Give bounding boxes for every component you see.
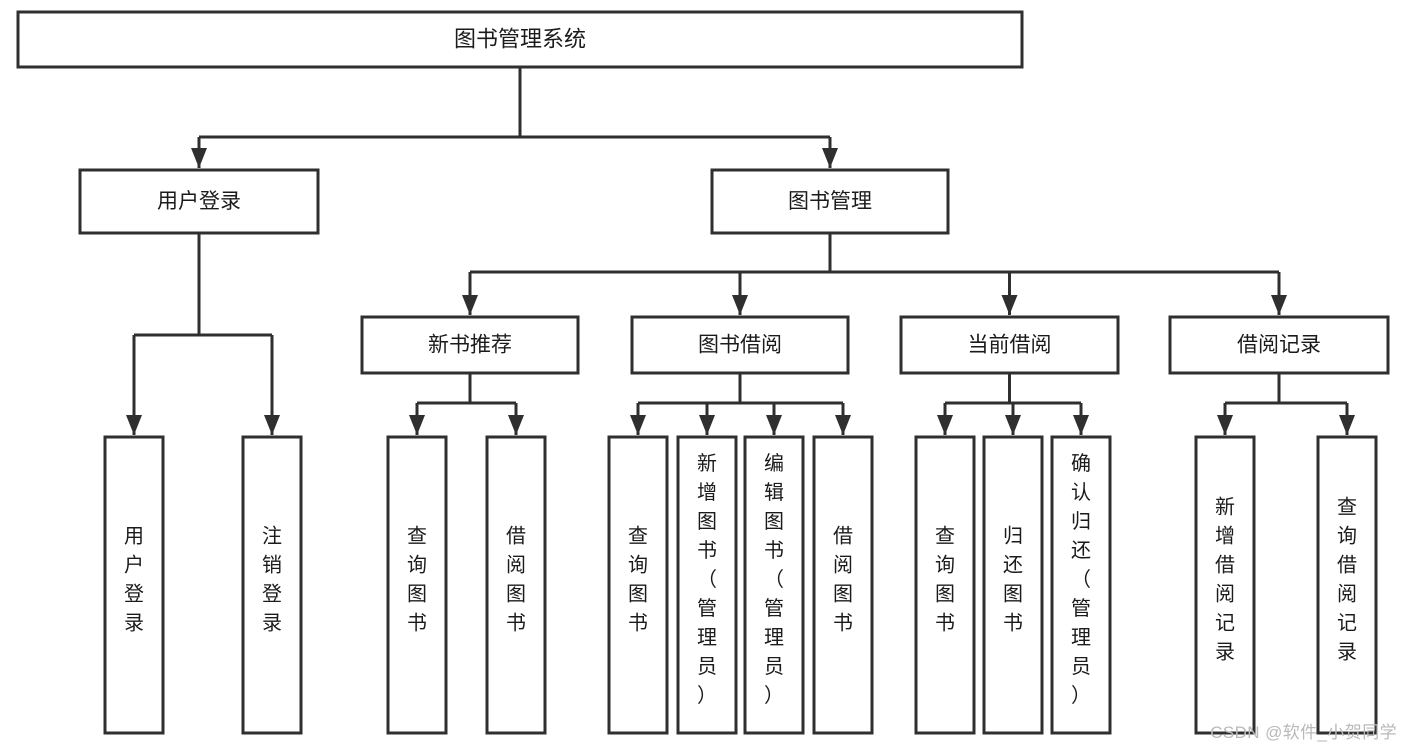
- leaf-label: 借阅图书: [506, 525, 526, 635]
- arrow-head-icon: [822, 148, 838, 168]
- box-outline: [630, 315, 850, 375]
- arrow-head-icon: [1073, 415, 1089, 435]
- leaf-查询图书[interactable]: 查询图书: [914, 435, 976, 735]
- box-outline: [914, 435, 976, 735]
- boxes-layer: 图书管理系统用户登录图书管理新书推荐图书借阅当前借阅借阅记录用户登录注销登录查询…: [16, 10, 1390, 735]
- arrow-head-icon: [1339, 415, 1355, 435]
- leaf-新增借阅记录[interactable]: 新增借阅记录: [1194, 435, 1256, 735]
- connectors-layer: [126, 67, 1355, 435]
- arrow-head-icon: [766, 415, 782, 435]
- box-outline: [1050, 435, 1112, 735]
- leaf-label: 编辑图书（管理员）: [764, 452, 784, 707]
- leaf-label: 查询图书: [935, 525, 955, 635]
- root-图书管理系统[interactable]: 图书管理系统: [16, 10, 1024, 69]
- leaf-label: 注销登录: [262, 525, 282, 635]
- box-outline: [16, 10, 1024, 69]
- leaf-查询借阅记录[interactable]: 查询借阅记录: [1316, 435, 1378, 735]
- arrow-head-icon: [191, 148, 207, 168]
- box-outline: [676, 435, 738, 735]
- box-outline: [360, 315, 580, 375]
- csdn-watermark: CSDN @软件_小贺同学: [1210, 723, 1397, 742]
- node-label: 借阅记录: [1237, 334, 1321, 357]
- node-label: 当前借阅: [968, 334, 1052, 357]
- leaf-注销登录[interactable]: 注销登录: [241, 435, 303, 735]
- leaf-label: 查询图书: [407, 525, 427, 635]
- box-outline: [710, 168, 950, 235]
- arrow-head-icon: [1005, 415, 1021, 435]
- level3-图书借阅[interactable]: 图书借阅: [630, 315, 850, 375]
- level3-当前借阅[interactable]: 当前借阅: [899, 315, 1120, 375]
- leaf-label: 归还图书: [1003, 525, 1023, 635]
- arrow-head-icon: [937, 415, 953, 435]
- arrow-head-icon: [264, 415, 280, 435]
- leaf-借阅图书[interactable]: 借阅图书: [485, 435, 547, 735]
- box-outline: [607, 435, 669, 735]
- leaf-label: 新增图书（管理员）: [697, 452, 717, 707]
- leaf-归还图书[interactable]: 归还图书: [982, 435, 1044, 735]
- arrow-head-icon: [699, 415, 715, 435]
- leaf-label: 借阅图书: [833, 525, 853, 635]
- level3-新书推荐[interactable]: 新书推荐: [360, 315, 580, 375]
- arrow-head-icon: [126, 415, 142, 435]
- box-outline: [78, 168, 320, 235]
- node-label: 图书借阅: [698, 334, 782, 357]
- leaf-确认归还（管理员）[interactable]: 确认归还（管理员）: [1050, 435, 1112, 735]
- leaf-借阅图书[interactable]: 借阅图书: [812, 435, 874, 735]
- box-outline: [982, 435, 1044, 735]
- arrow-head-icon: [732, 295, 748, 315]
- arrow-head-icon: [1001, 295, 1018, 315]
- box-outline: [103, 435, 165, 735]
- leaf-用户登录[interactable]: 用户登录: [103, 435, 165, 735]
- node-label: 图书管理系统: [454, 26, 586, 51]
- leaf-查询图书[interactable]: 查询图书: [386, 435, 448, 735]
- level2-图书管理[interactable]: 图书管理: [710, 168, 950, 235]
- box-outline: [485, 435, 547, 735]
- box-outline: [1316, 435, 1378, 735]
- arrow-head-icon: [630, 415, 646, 435]
- level2-用户登录[interactable]: 用户登录: [78, 168, 320, 235]
- arrow-head-icon: [1271, 295, 1287, 315]
- leaf-编辑图书（管理员）[interactable]: 编辑图书（管理员）: [743, 435, 805, 735]
- node-label: 用户登录: [157, 190, 241, 213]
- leaf-新增图书（管理员）[interactable]: 新增图书（管理员）: [676, 435, 738, 735]
- box-outline: [241, 435, 303, 735]
- box-outline: [812, 435, 874, 735]
- leaf-label: 查询借阅记录: [1337, 496, 1357, 664]
- box-outline: [1168, 315, 1390, 375]
- arrow-head-icon: [409, 415, 425, 435]
- leaf-label: 查询图书: [628, 525, 648, 635]
- arrow-head-icon: [462, 295, 478, 315]
- leaf-label: 确认归还（管理员）: [1071, 452, 1091, 707]
- box-outline: [743, 435, 805, 735]
- box-outline: [899, 315, 1120, 375]
- leaf-label: 新增借阅记录: [1215, 496, 1235, 664]
- box-outline: [1194, 435, 1256, 735]
- node-label: 新书推荐: [428, 334, 512, 357]
- leaf-label: 用户登录: [124, 526, 144, 635]
- box-outline: [386, 435, 448, 735]
- arrow-head-icon: [1217, 415, 1233, 435]
- arrow-head-icon: [508, 415, 524, 435]
- leaf-查询图书[interactable]: 查询图书: [607, 435, 669, 735]
- arrow-head-icon: [835, 415, 851, 435]
- level3-借阅记录[interactable]: 借阅记录: [1168, 315, 1390, 375]
- node-label: 图书管理: [788, 190, 872, 213]
